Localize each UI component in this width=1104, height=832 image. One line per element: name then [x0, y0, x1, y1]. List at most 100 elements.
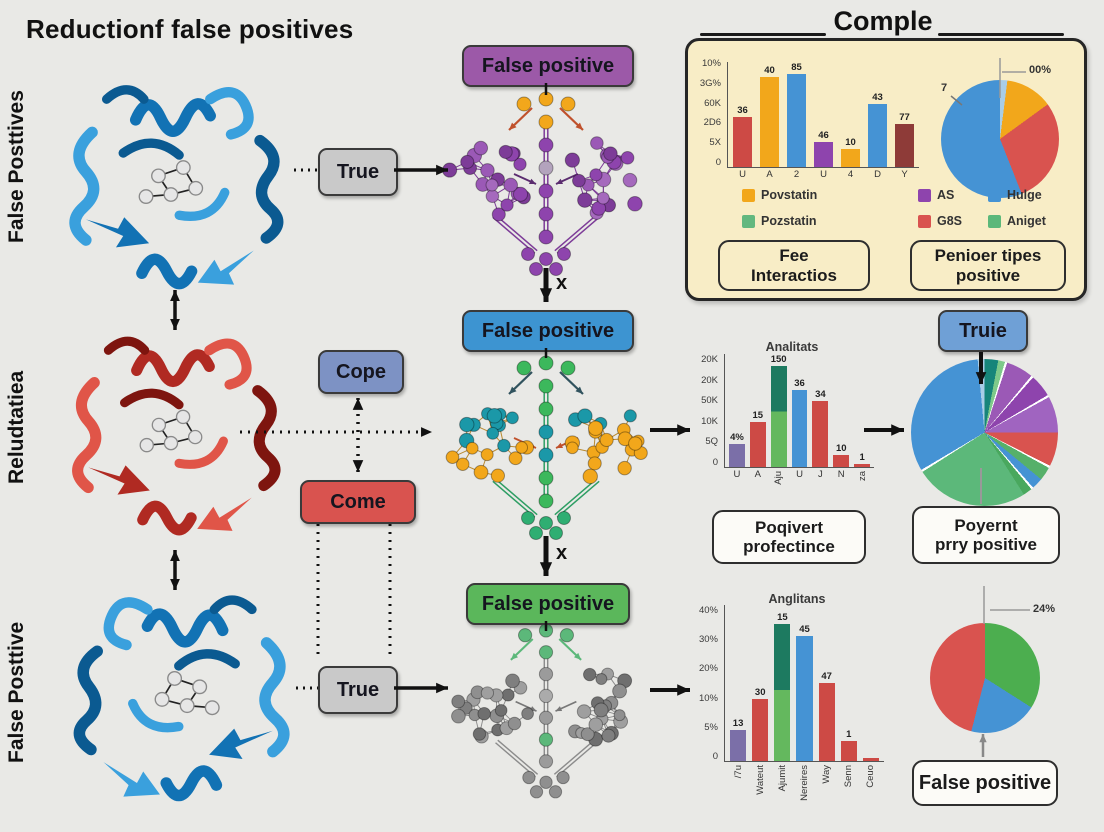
- bar: [841, 149, 860, 167]
- bar-value-label: 36: [737, 104, 748, 116]
- bar-value-label: 10: [835, 442, 847, 454]
- bar-value-label: 46: [818, 129, 829, 141]
- pie-percent-label: 00%: [1029, 64, 1052, 76]
- bar-value-label: 1: [846, 728, 852, 740]
- y-tick-label: 5Q: [705, 436, 718, 448]
- comple-pie-chart: [941, 80, 1059, 198]
- x-tick-label: A: [766, 169, 773, 180]
- x-tick-label: Aju: [773, 471, 785, 485]
- caption-line: Penioer tipes: [934, 246, 1042, 266]
- protein-structure-blue-bottom: [78, 599, 285, 798]
- penioer-tipes-caption: Penioer tipes positive: [910, 240, 1066, 291]
- bottom-pie-percent-label: 24%: [1033, 603, 1056, 615]
- false-positive-box-green: False positive: [466, 583, 630, 625]
- anglitans-title: Anglitans: [768, 592, 826, 606]
- x-mark-top: x: [556, 272, 568, 294]
- legend-item: G8S: [918, 214, 962, 228]
- bar: [840, 740, 857, 761]
- x-tick-label: 2: [793, 169, 800, 180]
- x-tick-label: J: [817, 469, 823, 480]
- x-tick-label: Ajumit: [776, 765, 788, 792]
- bar-value-label: 1: [859, 451, 865, 463]
- protein-structure-red-middle: [76, 340, 276, 532]
- y-tick-label: 5X: [709, 137, 721, 149]
- bar: [787, 74, 806, 167]
- network-diagram-teal-orange: [445, 355, 648, 540]
- bar-value-label: 13: [732, 717, 744, 729]
- bar-group: 10 4: [841, 62, 860, 180]
- comple-panel-title: Comple: [833, 6, 933, 36]
- figure-title: Reductionf false positives: [26, 14, 354, 44]
- true-box-top: True: [318, 148, 398, 196]
- protein-structure-blue-top: [74, 89, 279, 286]
- legend-item: Hulge: [988, 188, 1042, 202]
- bar: [862, 757, 879, 761]
- bar: [814, 141, 833, 167]
- x-tick-label: Y: [901, 169, 908, 180]
- true-box-right: Truie: [938, 310, 1028, 352]
- caption-line: prry positive: [934, 535, 1038, 554]
- cope-box: Cope: [318, 350, 404, 394]
- bar-value-label: 43: [872, 92, 883, 103]
- bar-value-label: 85: [791, 62, 802, 73]
- legend-item: Pozstatin: [742, 214, 817, 228]
- bar-value-label: 36: [794, 378, 805, 390]
- legend-swatch: [988, 214, 1001, 228]
- legend-swatch: [918, 188, 931, 202]
- x-tick-label: Ceuo: [865, 765, 877, 788]
- false-positive-box-blue: False positive: [462, 310, 634, 352]
- x-tick-label: Way: [821, 765, 833, 784]
- y-tick-label: 20%: [698, 663, 718, 675]
- y-tick-label: 10%: [701, 58, 721, 69]
- bar-group: 85 2: [787, 62, 806, 180]
- bar-group: 1 za: [854, 354, 871, 481]
- fee-interactios-caption: Fee Interactios: [718, 240, 870, 291]
- bottom-pie-chart: [930, 623, 1040, 733]
- caption-line: Poqivert: [754, 517, 824, 537]
- bar: [818, 683, 835, 761]
- poyernt-caption: Poyernt prry positive: [912, 506, 1060, 564]
- title-rule-right: [938, 33, 1064, 36]
- come-box: Come: [300, 480, 416, 524]
- network-diagram-gray: [451, 623, 633, 799]
- x-tick-label: 4: [847, 169, 854, 180]
- x-mark-bottom: x: [556, 542, 568, 564]
- caption-line: profectince: [743, 537, 835, 556]
- y-tick-label: 50K: [701, 395, 718, 407]
- poqivert-caption: Poqivert profectince: [712, 510, 866, 564]
- bar: [733, 116, 752, 167]
- legend-item: Aniget: [988, 214, 1046, 228]
- bar-group: Ceuo: [862, 605, 879, 788]
- caption-line: Poyernt: [954, 515, 1018, 535]
- y-tick-label: 0: [712, 750, 718, 762]
- y-tick-label: 3G%: [699, 77, 721, 89]
- bar-value-label: 34: [815, 389, 826, 401]
- legend-item: AS: [918, 188, 954, 202]
- true-box-bottom: True: [318, 666, 398, 714]
- bar-value-label: 15: [777, 611, 788, 623]
- legend-label: AS: [937, 188, 955, 202]
- legend-label: Aniget: [1007, 214, 1046, 228]
- y-tick-label: 2D6: [703, 117, 721, 129]
- x-tick-label: N: [837, 469, 845, 480]
- network-diagram-purple: [442, 91, 643, 276]
- y-tick-label: 60K: [704, 97, 721, 109]
- y-tick-label: 40%: [698, 605, 718, 616]
- x-tick-label: za: [856, 471, 868, 482]
- y-tick-label: 0: [712, 456, 718, 468]
- bar-value-label: 10: [845, 137, 856, 149]
